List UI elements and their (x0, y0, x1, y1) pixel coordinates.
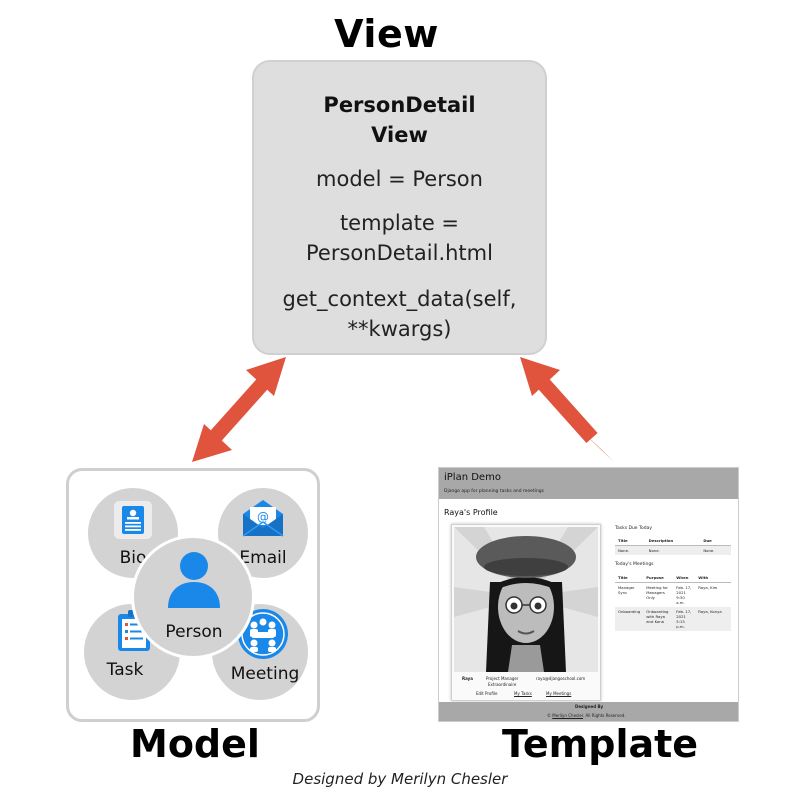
table-cell: Feb. 17, 2021 5:15 p.m. (673, 607, 696, 631)
email-label: Email (239, 548, 287, 568)
table-cell: Feb. 17, 2021 9:30 a.m. (676, 585, 692, 605)
card-role-line1: Project Manager (486, 676, 519, 681)
view-template-line: template = PersonDetail.html (254, 208, 545, 268)
template-header-bar: iPlan Demo Django app for planning tasks… (439, 468, 738, 499)
model-heading: Model (130, 722, 260, 766)
template-profile-card: Raya Project Manager Extraordinaire raya… (451, 524, 601, 701)
footer-rights: . All Rights Reserved. (582, 713, 626, 718)
credit-line: Designed by Merilyn Chesler (292, 770, 508, 788)
tasks-col-description: Description (645, 536, 701, 546)
person-icon (168, 552, 220, 608)
person-node: Person (131, 535, 255, 659)
footer-copyright-symbol: © (547, 713, 551, 718)
view-template-arrow (520, 357, 614, 462)
tasks-col-due: Due (700, 536, 731, 546)
template-footer-bar: Designed By © Merilyn Chesler. All Right… (439, 702, 738, 721)
table-cell: Meeting for Managers Only (646, 585, 668, 600)
email-icon: @ (242, 500, 284, 537)
meetings-col-title: Title (615, 573, 644, 583)
table-cell: None. (700, 545, 731, 555)
table-row: None. None. None. (615, 545, 731, 555)
meetings-heading: Today's Meetings (615, 562, 654, 567)
table-cell: Onboarding (615, 607, 644, 631)
tasks-col-title: Title (615, 536, 646, 546)
table-row: Manager Sync Meeting for Managers Only F… (615, 583, 731, 608)
footer-designed-by: Designed By (575, 704, 604, 709)
person-label: Person (165, 622, 223, 642)
svg-text:@: @ (257, 510, 269, 524)
view-template-line2: PersonDetail.html (306, 241, 493, 265)
view-template-line1: template = (339, 211, 460, 235)
table-cell: Onboarding with Raya and Kona (643, 607, 674, 631)
view-heading: View (334, 12, 439, 56)
view-context-line: get_context_data(self, **kwargs) (254, 284, 545, 344)
card-role-line2: Extraordinaire (488, 682, 517, 687)
bio-icon (114, 501, 152, 539)
view-model-line: model = Person (316, 167, 483, 191)
tasks-table: Title Description Due None. None. None. (615, 536, 731, 555)
my-tasks-link[interactable]: My Tasks (514, 691, 532, 696)
edit-profile-button[interactable]: Edit Profile (476, 691, 498, 696)
table-cell: Raya, Konya (695, 607, 731, 631)
meeting-label: Meeting (230, 664, 300, 684)
view-context-line2: **kwargs) (347, 317, 452, 341)
table-cell: Raya, Kim (698, 585, 718, 590)
table-cell: None. (615, 545, 646, 555)
template-tagline: Django app for planning tasks and meetin… (444, 489, 544, 494)
avatar-portrait-icon (454, 527, 598, 672)
card-name: Raya (462, 676, 473, 681)
meetings-table: Title Purpose When With Manager Sync Mee… (615, 573, 731, 631)
task-label: Task (106, 660, 144, 680)
table-cell: None. (645, 545, 701, 555)
view-context-line1: get_context_data(self, (282, 287, 517, 311)
template-screenshot: iPlan Demo Django app for planning tasks… (438, 467, 739, 722)
meetings-col-with: With (695, 573, 731, 583)
view-title-line2: View (371, 123, 428, 147)
view-title: PersonDetail View (254, 90, 545, 150)
template-heading: Template (502, 722, 699, 766)
table-cell: Manager Sync (618, 585, 635, 595)
meeting-icon (238, 609, 288, 659)
meetings-col-purpose: Purpose (643, 573, 674, 583)
card-email: raya@djangoschool.com (536, 676, 586, 681)
tasks-heading: Tasks Due Today (615, 526, 653, 531)
my-meetings-link[interactable]: My Meetings (546, 691, 572, 696)
table-row: Onboarding Onboarding with Raya and Kona… (615, 607, 731, 631)
template-app-title: iPlan Demo (444, 472, 501, 483)
model-view-arrow (192, 357, 286, 462)
view-box: PersonDetail View model = Person templat… (252, 60, 547, 355)
footer-copyright: © Merilyn Chesler. All Rights Reserved. (547, 713, 626, 718)
meetings-col-when: When (673, 573, 696, 583)
view-title-line1: PersonDetail (323, 93, 476, 117)
template-profile-title: Raya's Profile (444, 508, 498, 517)
model-box: Bio @ Email Task (66, 468, 320, 722)
footer-author-link[interactable]: Merilyn Chesler (552, 713, 583, 718)
